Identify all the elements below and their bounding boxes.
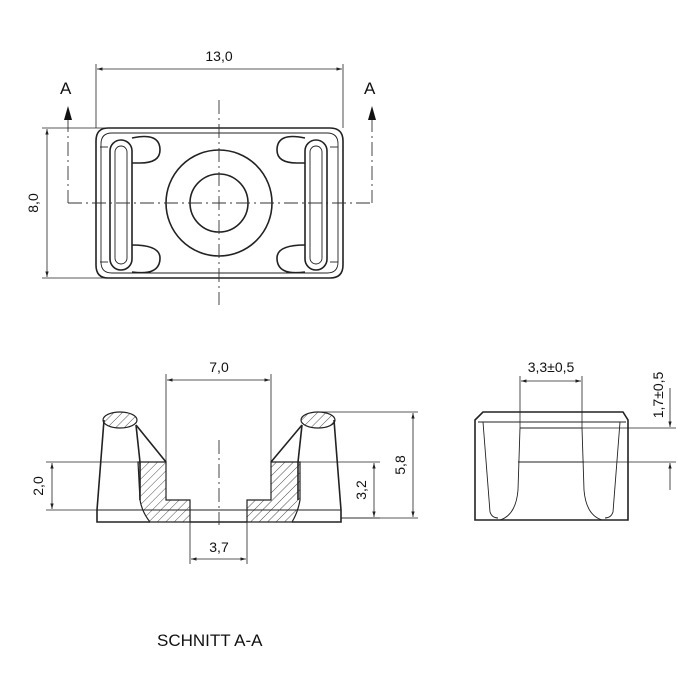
section-mark-left: A — [60, 79, 72, 98]
side-view-outline — [474, 411, 629, 521]
dim-left-height-label: 2,0 — [30, 476, 46, 496]
dim-slot-height-label: 1,7±0,5 — [650, 371, 666, 418]
lobe-bottom-right — [276, 244, 306, 274]
section-left-post-top — [102, 411, 138, 429]
lobe-bottom-left — [131, 244, 161, 274]
section-hatch-right — [246, 461, 301, 523]
top-view: A A 13,0 8,0 — [25, 48, 376, 305]
dim-height-label: 8,0 — [25, 193, 41, 213]
section-hatch-left — [137, 461, 191, 523]
top-view-inner-outline — [100, 132, 339, 274]
section-left-post — [96, 419, 150, 523]
section-arrow-right — [368, 106, 376, 120]
section-left-post-diagonal — [135, 424, 167, 463]
section-view: 7,0 3,7 2,0 3,2 5,8 — [30, 359, 418, 564]
section-right-post — [292, 419, 342, 523]
side-view: 3,3±0,5 1,7±0,5 — [474, 359, 676, 521]
section-caption: SCHNITT A-A — [157, 631, 263, 650]
dim-inner-height-label: 3,2 — [353, 480, 369, 500]
section-right-post-diagonal — [270, 424, 303, 463]
right-strap-slot — [304, 139, 328, 271]
section-mark-right: A — [364, 79, 376, 98]
top-view-outline — [95, 127, 344, 279]
dim-slot-label: 3,3±0,5 — [528, 359, 575, 375]
left-strap-slot-inner — [114, 145, 128, 265]
dim-width-label: 13,0 — [205, 48, 232, 64]
dim-total-height-label: 5,8 — [392, 455, 408, 475]
lobe-top-left — [131, 135, 161, 164]
left-strap-slot — [109, 139, 133, 271]
side-view-left-inner — [482, 421, 499, 519]
dim-top-opening-label: 7,0 — [209, 359, 229, 375]
dim-bottom-opening-label: 3,7 — [209, 539, 229, 555]
side-view-slot-right — [581, 427, 603, 521]
side-view-right-inner — [604, 421, 621, 519]
side-view-slot-left — [499, 427, 521, 521]
section-arrow-left — [64, 106, 72, 120]
right-strap-slot-inner — [309, 145, 323, 265]
lobe-top-right — [276, 135, 306, 164]
section-right-post-top — [300, 411, 336, 429]
